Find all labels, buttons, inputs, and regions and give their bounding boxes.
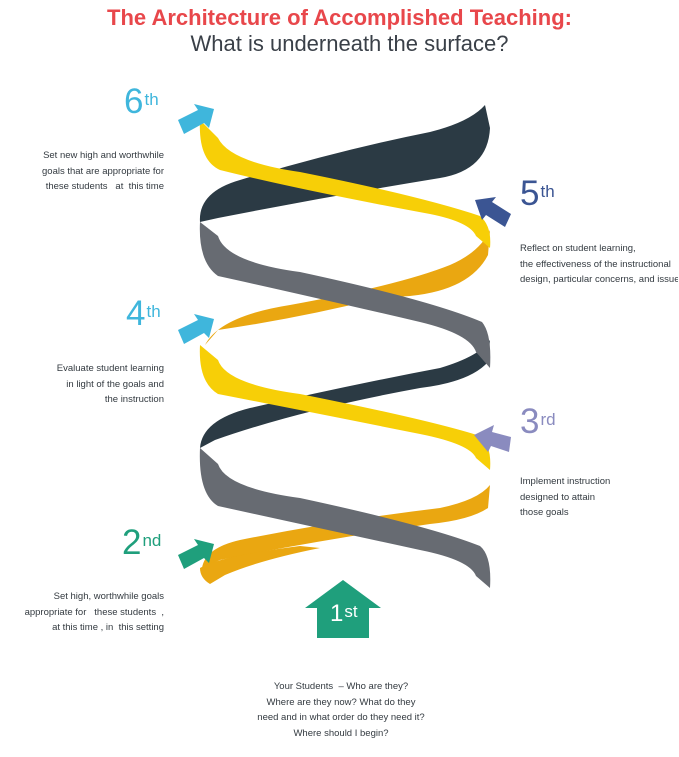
subtitle: What is underneath the surface?: [190, 31, 509, 56]
navy-strand-segment: [200, 340, 490, 448]
house-up-arrow: [305, 580, 381, 638]
gold-strand-segment: [205, 230, 490, 345]
yellow-strand-segment: [199, 345, 491, 470]
navy-strand-segment: [199, 105, 490, 222]
helix-diagram: [178, 104, 511, 638]
step-1-number: 1st: [330, 600, 358, 627]
step-3-number: 3rd: [520, 402, 556, 441]
light-blue-arrow: [178, 314, 214, 344]
gold-strand-segment: [200, 546, 320, 584]
gray-strand-segment: [199, 448, 491, 588]
step-6-number: 6th: [124, 82, 159, 121]
helix-front-segments: [199, 120, 491, 588]
light-blue-arrow: [178, 104, 214, 134]
teal-arrow: [178, 539, 214, 569]
dark-blue-arrow: [475, 197, 511, 227]
step-4-number: 4th: [126, 294, 161, 333]
lavender-arrow: [474, 425, 511, 452]
step-2-number: 2nd: [122, 523, 162, 562]
step-1-text: Your Students – Who are they?Where are t…: [257, 681, 425, 739]
step-5-text: Reflect on student learning,the effectiv…: [520, 243, 678, 285]
title: The Architecture of Accomplished Teachin…: [107, 5, 572, 30]
yellow-strand-segment: [199, 120, 491, 248]
step-5-number: 5th: [520, 174, 555, 213]
gray-strand-segment: [199, 222, 491, 368]
